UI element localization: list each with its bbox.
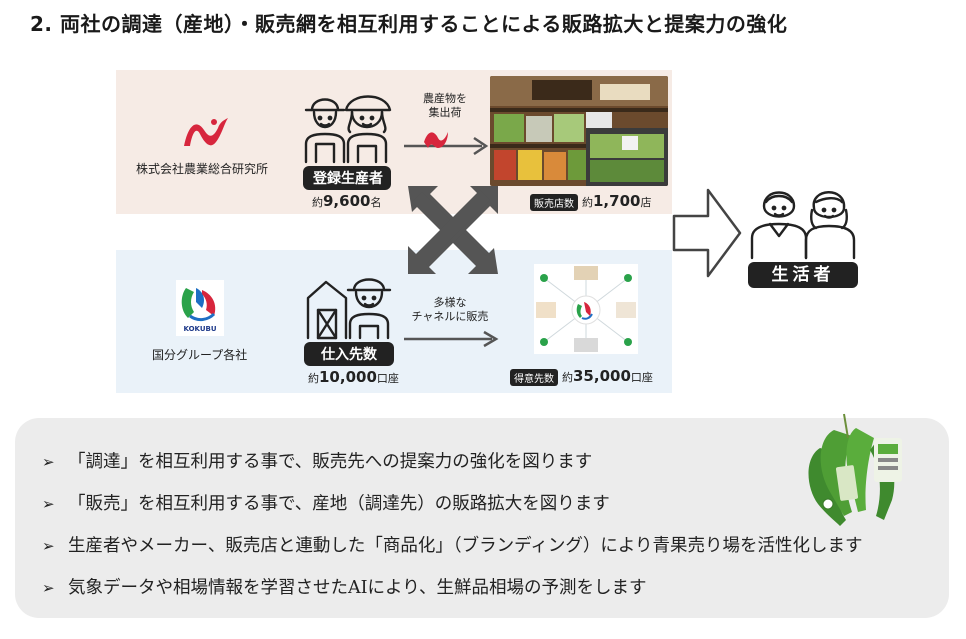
cross-exchange-arrows — [408, 186, 498, 274]
initiatives-panel — [15, 418, 949, 618]
registered-producers-count: 約9,600名 — [312, 192, 382, 210]
bullet-arrow-icon: ➢ — [42, 495, 55, 513]
bullet-arrow-icon: ➢ — [42, 453, 55, 471]
ship-produce-arrow — [404, 132, 489, 156]
initiative-item: ➢「調達」を相互利用する事で、販売先への提案力の強化を図ります — [42, 452, 593, 472]
produce-shelf-photo — [490, 76, 668, 186]
supplier-count: 約10,000口座 — [308, 368, 399, 386]
to-consumer-arrow — [672, 188, 742, 278]
multi-channel-arrow — [404, 330, 499, 348]
bullet-arrow-icon: ➢ — [42, 537, 55, 555]
nousouken-logo — [184, 118, 228, 146]
consumers-icon — [750, 191, 856, 260]
kokubu-logo-text: KOKUBU — [183, 325, 216, 333]
store-count: 約1,700店 — [582, 192, 652, 210]
initiative-item: ➢「販売」を相互利用する事で、産地（調達先）の販路拡大を図ります — [42, 494, 610, 514]
bullet-arrow-icon: ➢ — [42, 579, 55, 597]
page-title: 2. 両社の調達（産地）・販売網を相互利用することによる販路拡大と提案力の強化 — [30, 12, 788, 36]
registered-producers-pill: 登録生産者 — [303, 166, 391, 190]
initiative-item: ➢気象データや相場情報を学習させたAIにより、生鮮品相場の予測をします — [42, 578, 647, 598]
multi-channel-label: 多様な チャネルに販売 — [411, 296, 489, 323]
supplier-count-pill: 仕入先数 — [304, 342, 394, 366]
ship-produce-label: 農産物を 集出荷 — [423, 92, 467, 119]
consumer-label-pill: 生活者 — [748, 262, 858, 288]
client-count-tag: 得意先数 — [510, 369, 558, 386]
kokubu-logo: KOKUBU — [176, 280, 224, 336]
sales-network-diagram — [534, 264, 638, 354]
spinach-product-photo — [808, 413, 902, 526]
nousouken-company-name: 株式会社農業総合研究所 — [136, 162, 269, 176]
kokubu-company-name: 国分グループ各社 — [152, 348, 248, 362]
client-count: 約35,000口座 — [562, 367, 653, 385]
farmers-icon — [304, 95, 392, 164]
initiative-item: ➢生産者やメーカー、販売店と連動した「商品化」（ブランディング）により青果売り場… — [42, 536, 863, 556]
supplier-farmer-icon — [306, 278, 392, 340]
store-count-tag: 販売店数 — [530, 194, 578, 211]
